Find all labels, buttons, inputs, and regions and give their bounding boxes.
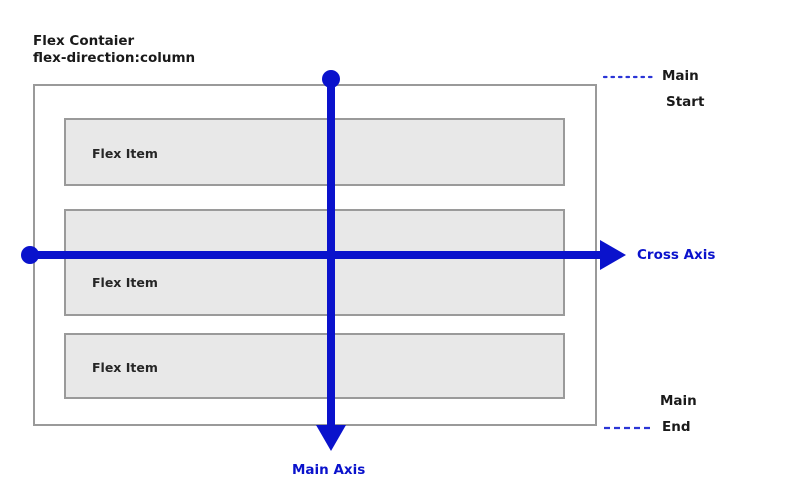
main-end-label: Main End xyxy=(660,388,697,440)
diagram-title-line-2: flex-direction:column xyxy=(33,50,196,66)
main-end-label-line-1: Main xyxy=(660,393,697,409)
flex-item-box: Flex Item xyxy=(64,209,565,316)
flex-item-label: Flex Item xyxy=(92,360,158,375)
flex-item-box: Flex Item xyxy=(64,118,565,186)
main-start-label-line-2: Start xyxy=(666,94,705,110)
cross-axis-arrowhead xyxy=(600,240,626,270)
flex-item-label: Flex Item xyxy=(92,146,158,161)
main-start-label: Main Start xyxy=(662,63,704,115)
diagram-title-line-1: Flex Contaier xyxy=(33,33,135,49)
cross-axis-label: Cross Axis xyxy=(637,247,716,263)
flex-item-box: Flex Item xyxy=(64,333,565,399)
main-axis-arrowhead xyxy=(316,425,346,451)
diagram-title: Flex Contaier flex-direction:column xyxy=(33,33,195,67)
main-axis-label: Main Axis xyxy=(292,462,366,478)
flex-item-label: Flex Item xyxy=(92,275,158,290)
main-end-label-line-2: End xyxy=(662,419,691,435)
main-start-label-line-1: Main xyxy=(662,68,699,84)
